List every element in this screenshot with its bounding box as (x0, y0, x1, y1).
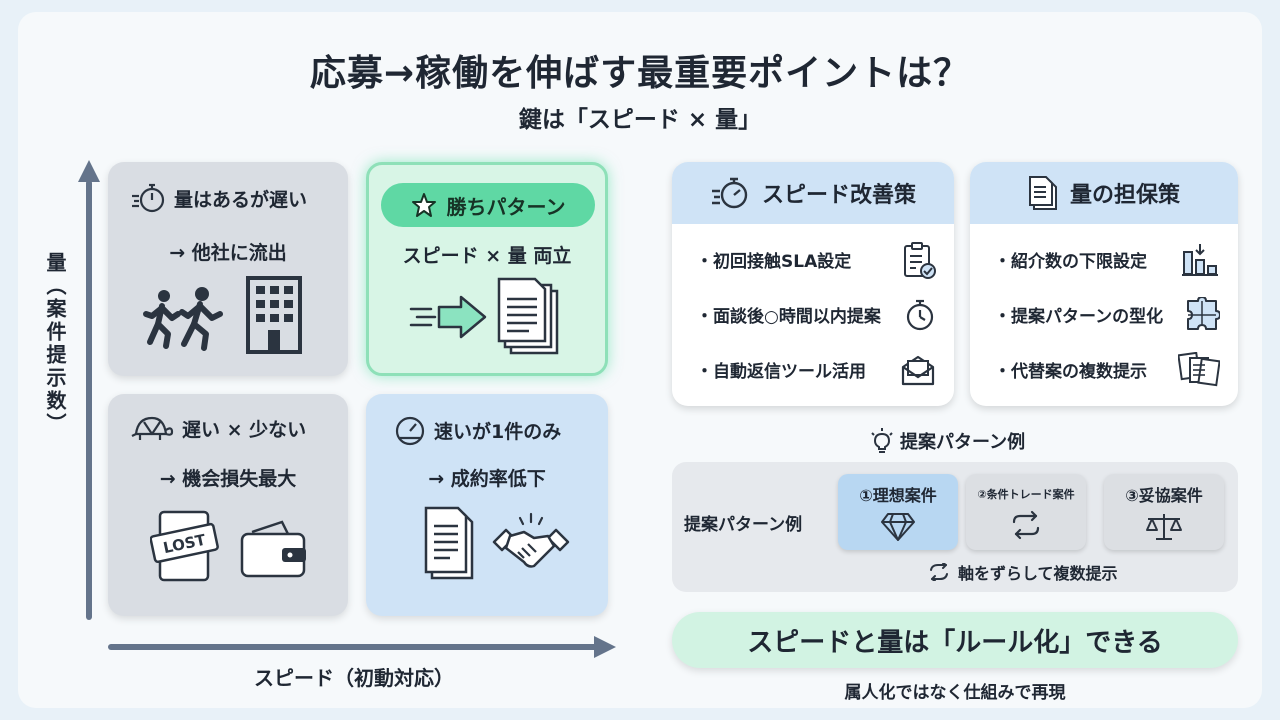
diamond-icon (838, 512, 958, 542)
speed-measures-list: 初回接触SLA設定 面談後○時間以内提案 自動返信ツール活用 (672, 224, 954, 397)
list-item: 代替案の複数提示 (994, 342, 1220, 397)
quadrant-title: 量はあるが遅い (174, 188, 308, 211)
list-item: 自動返信ツール活用 (696, 342, 936, 397)
star-icon (411, 192, 437, 218)
multiple-documents-icon (1178, 351, 1220, 388)
document-stack-icon (1028, 175, 1058, 211)
examples-box: 提案パターン例 ①理想案件 ②条件トレード案件 ③妥協案件 軸をずらして複数提示 (672, 462, 1238, 592)
list-item-text: 初回接触SLA設定 (696, 247, 851, 272)
list-item: 面談後○時間以内提案 (696, 287, 936, 342)
example-card-label: ②条件トレード案件 (977, 488, 1075, 501)
x-axis-arrowhead (594, 636, 616, 658)
list-item-text: 代替案の複数提示 (994, 357, 1147, 382)
example-card-compromise: ③妥協案件 (1104, 474, 1224, 550)
exchange-icon (966, 510, 1086, 540)
panel-title: スピード改善策 (761, 183, 916, 208)
panel-title: 量の担保策 (1069, 183, 1180, 208)
timer-icon (904, 298, 936, 332)
arrow-right-icon (409, 293, 489, 341)
quadrant-fast-low-volume: 速いが1件のみ → 成約率低下 (366, 394, 608, 616)
quadrant-slow-high-volume: 量はあるが遅い → 他社に流出 (108, 162, 348, 376)
quadrant-title: 速いが1件のみ (434, 420, 562, 443)
speed-improvement-panel: スピード改善策 初回接触SLA設定 面談後○時間以内提案 自動返信ツール活用 (672, 162, 954, 406)
examples-footer: 軸をずらして複数提示 (928, 560, 1118, 584)
winning-pattern-badge: 勝ちパターン (381, 183, 595, 227)
y-axis-label: 量（案件提示数） (43, 252, 67, 436)
bar-chart-icon (1180, 242, 1220, 278)
y-axis-arrowhead (78, 160, 100, 182)
volume-assurance-panel: 量の担保策 紹介数の下限設定 提案パターンの型化 代替案の複数提示 (970, 162, 1238, 406)
lightbulb-icon (870, 428, 894, 454)
documents-icon (497, 277, 565, 359)
list-item: 紹介数の下限設定 (994, 232, 1220, 287)
list-item: 提案パターンの型化 (994, 287, 1220, 342)
scale-icon (1104, 512, 1224, 542)
puzzle-icon (1184, 296, 1220, 333)
conclusion-banner: スピードと量は「ルール化」できる (672, 612, 1238, 668)
examples-footer-text: 軸をずらして複数提示 (958, 564, 1118, 583)
examples-label: 提案パターン例 (684, 515, 803, 535)
conclusion-subtext: 属人化ではなく仕組みで再現 (844, 683, 1066, 703)
slide-subtitle: 鍵は「スピード × 量」 (518, 107, 762, 133)
clipboard-check-icon (902, 241, 936, 279)
quadrant-result: スピード × 量 両立 (402, 245, 572, 267)
stopwatch-icon (710, 176, 750, 210)
list-item: 初回接触SLA設定 (696, 232, 936, 287)
quadrant-result: → 他社に流出 (169, 242, 287, 264)
quadrant-result: → 機会損失最大 (159, 468, 297, 490)
list-item-text: 面談後○時間以内提案 (696, 302, 881, 327)
volume-measures-list: 紹介数の下限設定 提案パターンの型化 代替案の複数提示 (970, 224, 1238, 397)
examples-heading: 提案パターン例 (870, 428, 1025, 454)
winning-pattern-label: 勝ちパターン (446, 194, 566, 219)
stopwatch-icon (130, 182, 166, 214)
building-icon (244, 274, 304, 356)
example-card-ideal: ①理想案件 (838, 474, 958, 550)
x-axis-label: スピード（初動対応） (254, 666, 454, 690)
quadrant-winning-pattern: 勝ちパターン スピード × 量 両立 (366, 162, 608, 376)
slide-title: 応募→稼働を伸ばす最重要ポイントは？ (309, 53, 971, 94)
speedometer-icon (394, 414, 426, 446)
y-axis (86, 180, 92, 620)
wallet-icon (238, 520, 310, 580)
panel-header: 量の担保策 (970, 162, 1238, 224)
quadrant-result: → 成約率低下 (428, 468, 546, 490)
example-card-label: ③妥協案件 (1125, 486, 1203, 505)
document-icon (424, 506, 476, 580)
handshake-icon (492, 512, 570, 572)
examples-heading-text: 提案パターン例 (900, 432, 1026, 453)
quadrant-slow-low-volume: 遅い × 少ない → 機会損失最大 LOST (108, 394, 348, 616)
cycle-arrows-icon (928, 563, 950, 581)
example-card-trade-off: ②条件トレード案件 (966, 474, 1086, 550)
quadrant-title: 遅い × 少ない (182, 418, 307, 441)
list-item-text: 自動返信ツール活用 (696, 357, 866, 382)
running-people-icon (142, 286, 232, 352)
list-item-text: 提案パターンの型化 (994, 302, 1163, 327)
panel-header: スピード改善策 (672, 162, 954, 224)
lost-tag-icon: LOST (150, 506, 220, 588)
mail-icon (900, 353, 936, 387)
list-item-text: 紹介数の下限設定 (994, 247, 1147, 272)
example-card-label: ①理想案件 (859, 486, 937, 505)
x-axis (108, 644, 598, 650)
turtle-icon (130, 414, 174, 442)
